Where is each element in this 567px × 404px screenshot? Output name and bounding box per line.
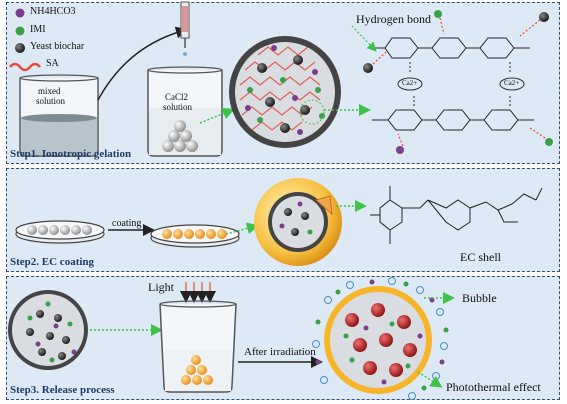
imi-legend-dot [15, 26, 25, 36]
ec-shell-structure [370, 186, 543, 244]
hydrogen-bond-particles [363, 10, 553, 154]
light-rays-icon [180, 282, 216, 303]
cacl2-label-1: CaCl2 [165, 92, 189, 102]
mixed-solution-beaker [19, 74, 99, 157]
step3-panel [6, 276, 560, 400]
released-particles [315, 279, 449, 391]
legend-nh4hco3-label: NH4HCO3 [30, 6, 76, 17]
ca-ion-label-1: Ca2+ [402, 79, 418, 87]
hydrogen-bond-label: Hydrogen bond [356, 12, 431, 26]
step2-label: Step2. EC coating [10, 256, 95, 268]
legend-biochar-label: Yeast biochar [30, 41, 85, 52]
transfer-arrow [97, 26, 188, 101]
irradiation-beaker [159, 300, 237, 393]
legend-sa-label: SA [46, 58, 59, 69]
gel-bead [229, 36, 341, 148]
bubble-label: Bubble [462, 291, 497, 305]
petri-dish-2 [150, 224, 240, 248]
light-label: Light [148, 280, 174, 294]
alginate-structure [370, 37, 534, 131]
legend [9, 8, 41, 72]
photothermal-arrow [417, 371, 443, 388]
release-bead-cross-section [8, 290, 88, 370]
structure-ca-ions [397, 77, 525, 91]
ec-shell-label: EC shell [460, 250, 501, 264]
step3-label: Step3. Release process [10, 384, 115, 396]
cacl2-beaker [147, 66, 223, 157]
shell-zoom-arrow [225, 222, 259, 235]
hydrogen-bond-arrow [351, 25, 377, 52]
cacl2-label-2: solution [163, 102, 193, 112]
step1-label: Step1. Ionotropic gelation [10, 148, 132, 160]
coating-label: coating [112, 218, 142, 229]
mixed-solution-label-1: mixed [38, 86, 61, 96]
sa-legend-wave [9, 62, 41, 72]
released-bead [324, 286, 432, 394]
bead-zoom-arrow [199, 107, 235, 124]
syringe-icon [180, 1, 190, 56]
legend-imi-label: IMI [30, 24, 46, 35]
bubbles [312, 277, 448, 400]
petri-dish-1 [15, 220, 105, 244]
after-irradiation-label: After irradiation [244, 346, 316, 358]
ec-coated-bead [254, 178, 342, 266]
nh4hco3-legend-dot [15, 8, 25, 18]
photothermal-label: Photothermal effect [446, 380, 541, 394]
mixed-solution-label-2: solution [36, 96, 66, 106]
ca-ion-label-2: Ca2+ [504, 79, 520, 87]
biochar-legend-dot [15, 43, 25, 53]
